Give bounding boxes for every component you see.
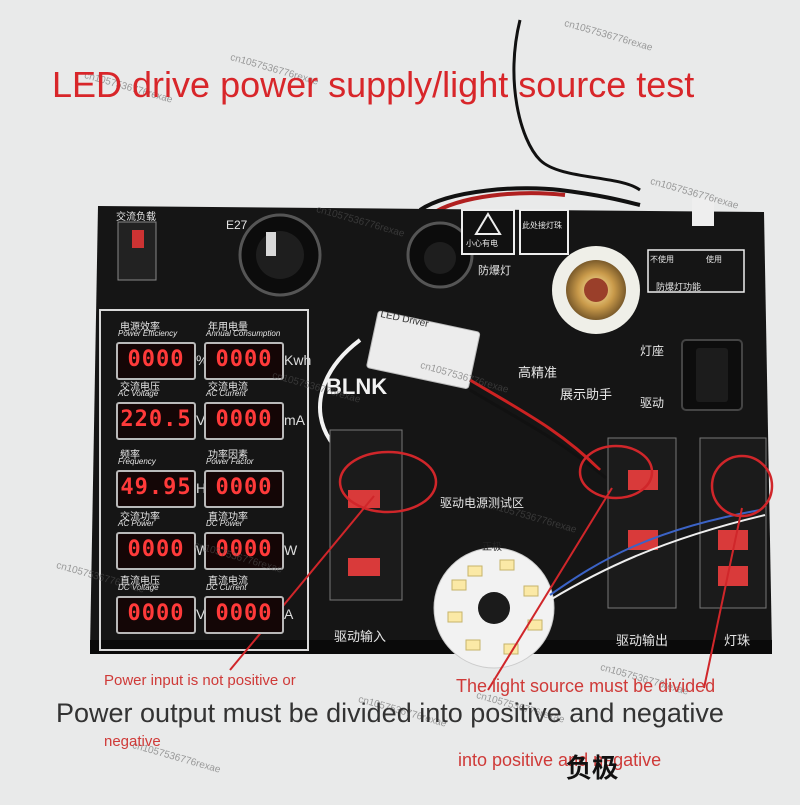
meter-sublabel: DC Current: [206, 583, 247, 592]
caution-label: 小心有电: [466, 239, 498, 248]
drive-output-terminal: [607, 437, 677, 609]
caution-sign: [461, 209, 515, 255]
meter-label: 直流电压: [120, 576, 160, 587]
meter-sublabel: Power Efficiency: [118, 329, 178, 338]
use-label: 使用: [706, 255, 722, 264]
meter-unit: Kwh: [284, 352, 312, 368]
power-cable: [512, 19, 641, 192]
light-annotation: The light source must be divided: [456, 676, 716, 696]
ac-load-terminal: [117, 221, 157, 281]
red-wire: [428, 191, 566, 217]
explosion-function-box: [647, 249, 745, 293]
meter-value: 0000: [215, 347, 273, 372]
not-use-label: 不使用: [650, 255, 674, 264]
bead-connect-label: 此处接灯珠: [522, 221, 562, 230]
meter-display: 0000: [116, 342, 196, 380]
meter-sublabel: DC Power: [206, 519, 243, 528]
meter-label: 电源效率: [120, 322, 160, 333]
meter-value: 220.5: [120, 407, 192, 432]
positive-label: 正极: [482, 542, 502, 553]
display-assistant-label: 展示助手: [560, 387, 613, 402]
meter-value: 0000: [215, 407, 273, 432]
meter-value: 0000: [215, 475, 273, 500]
meter-block: [99, 309, 309, 651]
explosion-function-label: 防爆灯功能: [656, 282, 702, 292]
meter-value: 0000: [215, 601, 273, 626]
output-annotation: Power output must be divided into positi…: [56, 698, 724, 728]
black-wire: [418, 186, 641, 212]
meter-sublabel: Power Factor: [206, 457, 254, 466]
meter-value: 0000: [127, 537, 185, 562]
meter-label: 交流电流: [208, 382, 248, 393]
meter-display: 0000: [204, 402, 284, 440]
meter-label: 频率: [120, 450, 140, 461]
bead-highlight-circle: [710, 454, 774, 518]
light-annotation-2: into positive and negative: [458, 750, 662, 770]
bead-arrow: [703, 507, 743, 689]
input-highlight-circle: [338, 450, 438, 514]
meter-label: 年用电量: [208, 322, 248, 333]
meter-unit: mA: [284, 412, 305, 428]
drive-test-area-label: 驱动电源测试区: [440, 496, 525, 510]
drive-output-label: 驱动输出: [616, 633, 669, 648]
toggle-switch: [692, 198, 714, 226]
explosion-lamp-label: 防爆灯: [478, 265, 511, 277]
meter-sublabel: Frequency: [118, 457, 156, 466]
meter-unit: A: [284, 606, 294, 622]
panel-edge: [90, 640, 772, 654]
page-title: LED drive power supply/light source test: [52, 64, 695, 105]
meter-label: 交流功率: [120, 512, 160, 523]
ac-load-label: 交流负载: [116, 212, 156, 223]
drive-label: 驱动: [640, 396, 665, 410]
bead-sign: [519, 209, 569, 255]
meter-display: 220.5: [116, 402, 196, 440]
meter-display: 0000: [204, 342, 284, 380]
meter-label: 直流功率: [208, 512, 248, 523]
output-arrow: [487, 487, 613, 691]
meter-sublabel: AC Current: [206, 389, 247, 398]
meter-sublabel: Annual Consumption: [206, 329, 281, 338]
meter-display: 0000: [204, 470, 284, 508]
meter-display: 49.95: [116, 470, 196, 508]
meter-value: 49.95: [120, 475, 192, 500]
meter-label: 功率因素: [208, 450, 248, 461]
meter-label: 交流电压: [120, 382, 160, 393]
meter-display: 0000: [116, 596, 196, 634]
meter-sublabel: AC Voltage: [118, 389, 159, 398]
drive-input-label: 驱动输入: [334, 629, 387, 644]
high-precision-label: 高精准: [518, 365, 558, 380]
meter-unit: V: [196, 606, 206, 622]
meter-sublabel: AC Power: [118, 519, 155, 528]
meter-value: 0000: [127, 347, 185, 372]
input-annotation-2: negative: [104, 733, 161, 750]
negative-mark: 负极: [566, 753, 619, 783]
led-driver-box: [366, 310, 481, 389]
meter-value: 0000: [215, 537, 273, 562]
e27-label: E27: [226, 218, 248, 232]
lamp-socket-label: 灯座: [640, 344, 665, 358]
input-annotation: Power input is not positive or: [104, 672, 296, 689]
output-highlight-circle: [578, 444, 654, 500]
brand-logo: BLNK: [326, 374, 388, 399]
meter-display: 0000: [204, 532, 284, 570]
meter-value: 0000: [127, 601, 185, 626]
input-arrow: [229, 495, 375, 671]
meter-unit: V: [196, 412, 206, 428]
meter-sublabel: DC Voltage: [118, 583, 159, 592]
meter-unit: W: [284, 542, 298, 558]
meter-display: 0000: [116, 532, 196, 570]
lamp-bead-label: 灯珠: [724, 633, 751, 648]
meter-label: 直流电流: [208, 576, 248, 587]
meter-display: 0000: [204, 596, 284, 634]
